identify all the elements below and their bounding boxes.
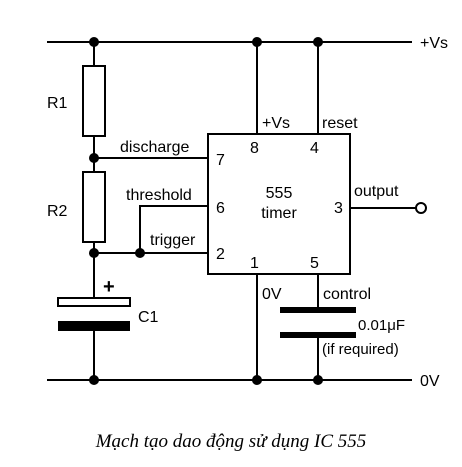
control-label: control [323, 286, 371, 303]
capacitor-c1-negative-plate [58, 321, 130, 331]
c1-label: C1 [138, 309, 159, 326]
junction-top-pin8 [252, 37, 262, 47]
junction-trigger-threshold [135, 248, 145, 258]
pin-3-number: 3 [334, 200, 343, 217]
pin-7-number: 7 [216, 152, 225, 169]
threshold-label: threshold [126, 187, 192, 204]
discharge-label: discharge [120, 139, 189, 156]
junction-trigger-left [89, 248, 99, 258]
junction-bottom-left [89, 375, 99, 385]
positive-rail-label: +Vs [420, 35, 448, 52]
ic-555-body [207, 133, 351, 275]
c1-polarity-label: + [103, 276, 115, 298]
ground-rail-label: 0V [420, 373, 440, 390]
pin-5-number: 5 [310, 255, 319, 272]
pin-4-number: 4 [310, 140, 319, 157]
junction-top-pin4 [313, 37, 323, 47]
junction-bottom-pin1 [252, 375, 262, 385]
capacitor-c1-positive-plate [57, 297, 131, 307]
reset-label: reset [322, 115, 358, 132]
r1-label: R1 [47, 95, 68, 112]
junction-top-left [89, 37, 99, 47]
pin-6-number: 6 [216, 200, 225, 217]
pin-2-number: 2 [216, 246, 225, 263]
wire-threshold [139, 205, 208, 253]
control-cap-value: 0.01μF [358, 317, 405, 334]
pin-1-number: 1 [250, 255, 259, 272]
trigger-label: trigger [150, 232, 196, 249]
resistor-r2 [82, 171, 106, 243]
output-terminal [415, 202, 427, 214]
resistor-r1 [82, 65, 106, 137]
r2-label: R2 [47, 203, 68, 220]
gnd-pin-label: 0V [262, 286, 282, 303]
junction-bottom-control [313, 375, 323, 385]
ic-name-555: 555 [266, 185, 293, 202]
junction-discharge [89, 153, 99, 163]
output-label: output [354, 183, 399, 200]
control-cap-note: (if required) [322, 341, 399, 358]
pin-8-number: 8 [250, 140, 259, 157]
diagram-caption: Mạch tạo dao động sử dụng IC 555 [95, 431, 367, 452]
ic-name-timer: timer [261, 205, 297, 222]
vs-pin-label: +Vs [262, 115, 290, 132]
